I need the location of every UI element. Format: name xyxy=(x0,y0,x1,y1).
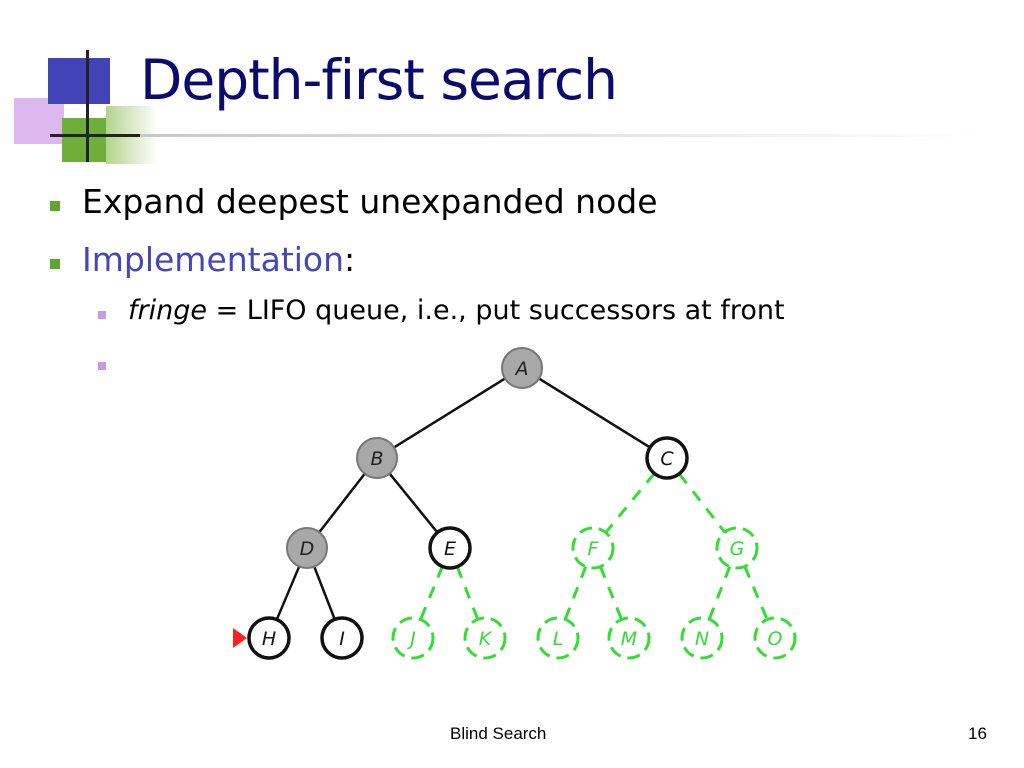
tree-edge-a-b xyxy=(393,377,506,449)
tree-node-d: D xyxy=(286,527,328,569)
node-circle xyxy=(501,347,543,389)
node-label: K xyxy=(479,628,493,650)
logo-lavender-square xyxy=(14,98,64,144)
tree-node-e: E xyxy=(428,526,472,570)
node-circle xyxy=(286,527,328,569)
node-circle xyxy=(571,526,615,570)
tree-edge-e-k xyxy=(455,566,480,620)
tree-edge-d-h xyxy=(275,565,301,621)
tree-edge-b-d xyxy=(318,473,366,533)
node-label: D xyxy=(300,538,315,560)
node-label: H xyxy=(262,628,276,650)
tree-edge-b-e xyxy=(388,472,439,534)
bullet-marker xyxy=(50,201,60,211)
tree-node-n: N xyxy=(680,616,724,660)
node-label: I xyxy=(339,628,345,650)
sub-bullet-marker xyxy=(98,311,106,319)
tree-node-i: I xyxy=(320,616,364,660)
fringe-term: fringe xyxy=(128,295,207,326)
tree-edge-g-n xyxy=(707,566,732,620)
tree-node-o: O xyxy=(753,616,797,660)
node-circle xyxy=(320,616,364,660)
node-circle xyxy=(536,616,580,660)
implementation-colon: : xyxy=(344,240,356,279)
node-label: G xyxy=(730,538,745,560)
tree-node-a: A xyxy=(501,347,543,389)
tree-edge-c-f xyxy=(604,472,656,534)
tree-edge-f-l xyxy=(563,566,588,620)
bullet-expand: Expand deepest unexpanded node xyxy=(82,182,658,221)
node-label: N xyxy=(695,628,709,650)
sub-bullet-marker-empty xyxy=(98,362,106,370)
node-circle xyxy=(715,526,759,570)
tree-node-j: J xyxy=(391,616,435,660)
tree-node-k: K xyxy=(463,616,507,660)
tree-node-b: B xyxy=(356,437,398,479)
tree-node-m: M xyxy=(607,616,651,660)
node-circle xyxy=(428,526,472,570)
page-number: 16 xyxy=(968,724,987,743)
tree-edge-c-g xyxy=(678,472,726,534)
node-circle xyxy=(607,616,651,660)
tree-edge-f-m xyxy=(599,566,623,620)
logo-blue-square xyxy=(48,58,110,104)
tree-edge-g-o xyxy=(743,565,769,621)
node-label: J xyxy=(406,628,416,650)
corner-logo xyxy=(0,0,160,170)
tree-edge-e-j xyxy=(419,565,444,621)
slide-title: Depth-first search xyxy=(140,48,618,112)
node-circle xyxy=(391,616,435,660)
bullet-implementation: Implementation: xyxy=(82,240,355,279)
logo-horizontal-line xyxy=(50,134,146,137)
node-label: A xyxy=(514,358,529,380)
bullet-marker xyxy=(50,259,60,269)
dfs-tree-diagram: A B C D E F G H I J K L M N O xyxy=(233,347,797,660)
tree-node-f: F xyxy=(571,526,615,570)
fringe-description: = LIFO queue, i.e., put successors at fr… xyxy=(206,295,785,326)
node-circle xyxy=(680,616,724,660)
title-underline xyxy=(140,134,980,137)
node-circle xyxy=(247,616,291,660)
node-label: B xyxy=(370,448,383,470)
footer-text: Blind Search xyxy=(450,724,547,743)
node-circle xyxy=(753,616,797,660)
tree-edge-d-i xyxy=(313,566,336,620)
node-label: L xyxy=(553,628,564,650)
sub-bullet-fringe: fringe = LIFO queue, i.e., put successor… xyxy=(128,295,785,326)
node-circle xyxy=(645,436,689,480)
tree-node-g: G xyxy=(715,526,759,570)
node-circle xyxy=(463,616,507,660)
tree-node-l: L xyxy=(536,616,580,660)
tree-node-c: C xyxy=(645,436,689,480)
current-node-pointer-icon xyxy=(233,628,247,648)
node-label: O xyxy=(768,628,783,650)
logo-vertical-line xyxy=(86,50,89,162)
tree-edge-a-c xyxy=(538,377,651,449)
node-label: M xyxy=(621,628,637,650)
node-label: F xyxy=(588,538,600,560)
node-circle xyxy=(356,437,398,479)
implementation-label: Implementation xyxy=(82,240,345,279)
node-label: E xyxy=(444,538,456,560)
node-label: C xyxy=(660,448,674,470)
tree-node-h: H xyxy=(247,616,291,660)
